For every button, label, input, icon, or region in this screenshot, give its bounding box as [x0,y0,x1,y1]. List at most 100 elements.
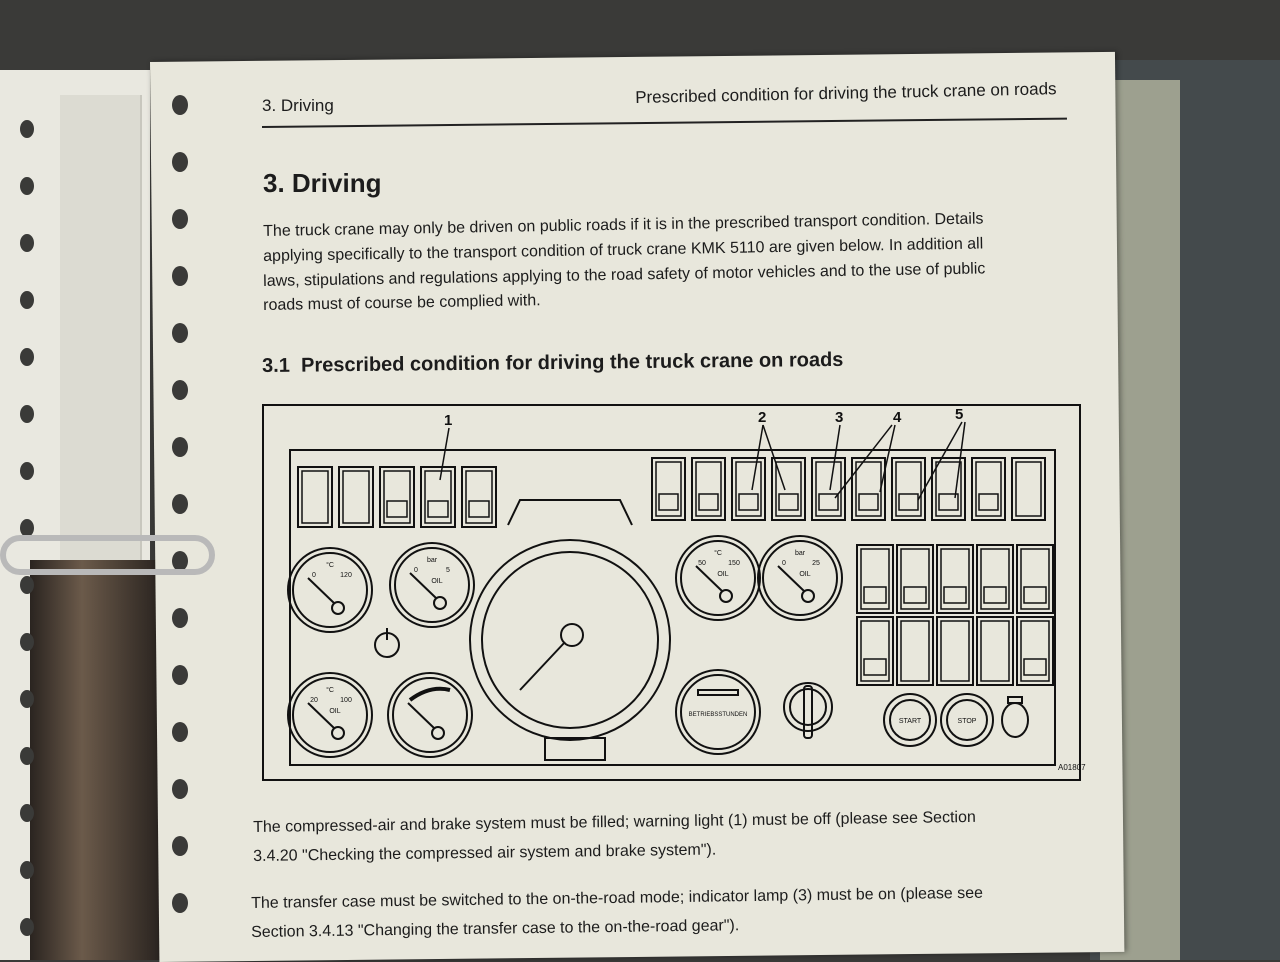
switch [338,466,374,528]
callout-1: 1 [444,412,452,429]
switch [971,457,1006,521]
switch [420,466,456,528]
punch-hole [20,462,34,480]
socket [1001,696,1029,738]
switch [1016,616,1054,686]
punch-hole [20,234,34,252]
punch-holes [172,95,192,955]
punch-hole [172,323,188,343]
speedometer [469,499,671,761]
punch-hole [20,348,34,366]
callout-leaders [439,421,966,501]
switch [1016,544,1054,614]
gauge-label: °C [326,561,334,569]
switch-panels [297,457,1054,686]
start-button: START [883,693,937,747]
punch-hole [20,177,34,195]
callout-3: 3 [835,409,843,426]
switch [856,544,894,614]
callout-4: 4 [893,409,902,426]
gauge-label: 5 [446,567,450,574]
switch [936,616,974,686]
binder-ring [0,535,215,575]
gauge-label: °C [326,686,334,694]
punch-hole [20,918,34,936]
switch [931,457,966,521]
punch-hole [172,722,188,742]
gauge-label: 0 [312,572,316,579]
switch [379,466,415,528]
punch-hole [20,690,34,708]
gauge-label: 100 [340,697,352,704]
switch [896,544,934,614]
switch [976,616,1014,686]
gauge-label: 25 [812,560,820,567]
punch-hole [20,804,34,822]
figure-frame [262,404,1081,781]
gauge-label: °C [714,549,722,557]
gauge-label: OIL [717,571,728,578]
gauge: °C 0 120 [287,547,373,633]
stop-button: STOP [940,693,994,747]
start-label: START [899,718,922,725]
punch-hole [172,608,188,628]
gauge-label: 120 [340,572,352,579]
punch-hole [172,266,188,286]
punch-hole [20,861,34,879]
switch [976,544,1014,614]
callout-labels: 1 2 3 4 5 [444,406,963,429]
punch-hole [172,437,188,457]
figure-id: A01807 [1058,763,1086,772]
switch [731,457,766,521]
punch-hole [172,893,188,913]
gauge [387,672,473,758]
gauge-label: OIL [431,578,442,585]
punch-hole [172,779,188,799]
punch-hole [172,380,188,400]
switch [691,457,726,521]
switch [811,457,846,521]
switch [936,544,974,614]
switch [461,466,497,528]
switch [771,457,806,521]
chapter-title: 3. Driving [263,168,382,198]
gauge-label: bar [427,557,438,564]
switch [1011,457,1046,521]
punch-hole [20,633,34,651]
switch [651,457,686,521]
switch [891,457,926,521]
switch [297,466,333,528]
punch-hole [20,405,34,423]
punch-hole [20,120,34,138]
punch-hole [20,576,34,594]
gauge-label: 20 [310,697,318,704]
callout-2: 2 [758,409,766,426]
ignition-key-switch [783,682,833,739]
punch-hole [172,494,188,514]
punch-hole [172,836,188,856]
hour-meter-label: BETRIEBSSTUNDEN [689,712,748,718]
callout-5: 5 [955,406,963,423]
gauge-label: OIL [329,708,340,715]
gauge-label: 150 [728,560,740,567]
gauge-label: 0 [414,567,418,574]
stop-label: STOP [958,718,977,725]
gauge-label: 50 [698,560,706,567]
gauge-label: bar [795,550,806,557]
hour-meter: BETRIEBSSTUNDEN [675,669,761,755]
punch-hole [172,152,188,172]
switch [896,616,934,686]
punch-hole [172,95,188,115]
punch-hole [172,551,188,571]
switch [851,457,886,521]
gauge-label: OIL [799,571,810,578]
warning-light-small [374,628,400,658]
punch-hole [172,209,188,229]
punch-hole [20,519,34,537]
switch [856,616,894,686]
